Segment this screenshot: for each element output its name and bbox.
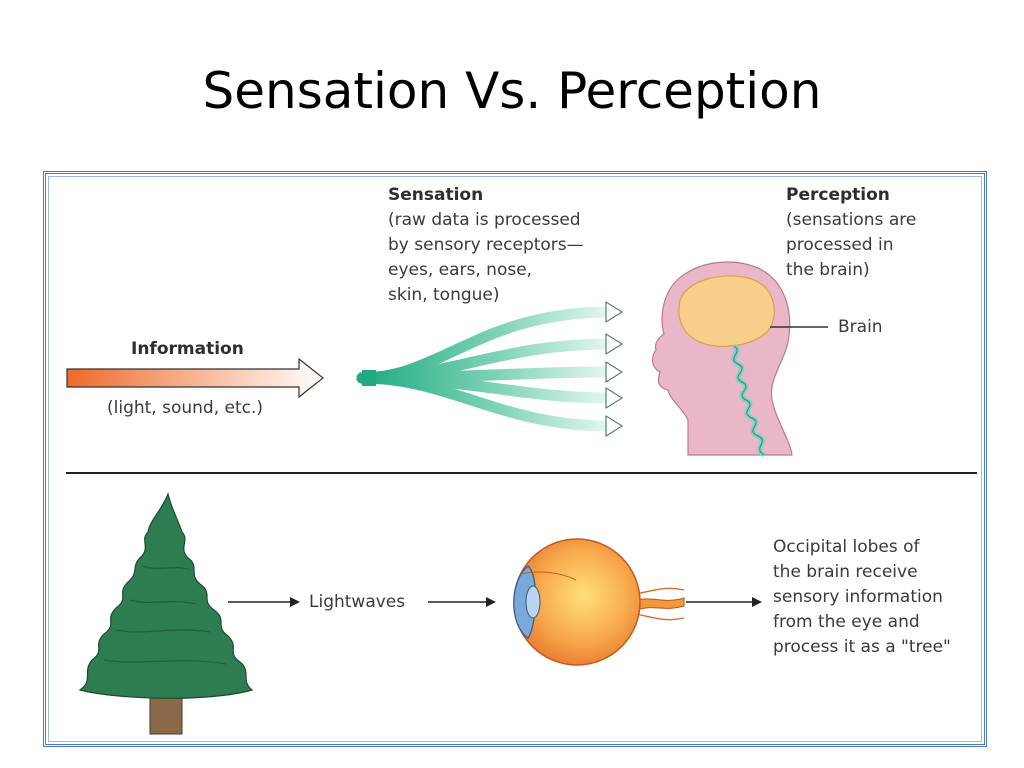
brain-icon (678, 275, 828, 347)
brain-label: Brain (838, 317, 883, 337)
information-arrow (66, 357, 324, 399)
perception-description: (sensations are processed in the brain) (786, 210, 917, 280)
perception-title: Perception (786, 185, 890, 205)
pine-tree-icon (78, 491, 254, 735)
slide-title: Sensation Vs. Perception (202, 62, 822, 120)
information-title: Information (131, 339, 244, 359)
sensation-arrows (356, 301, 623, 437)
eye-to-brain-arrow (686, 597, 762, 607)
lightwaves-label: Lightwaves (309, 592, 406, 612)
spinal-cord-icon (731, 343, 766, 458)
occipital-description: Occipital lobes of the brain receive sen… (773, 537, 951, 657)
sensation-description: (raw data is processed by sensory recept… (388, 210, 584, 305)
information-caption: (light, sound, etc.) (107, 398, 264, 418)
tree-to-lightwaves-arrow (228, 597, 300, 607)
sensation-title: Sensation (388, 185, 484, 205)
lightwaves-to-eye-arrow (428, 597, 496, 607)
eyeball-icon (513, 538, 685, 666)
